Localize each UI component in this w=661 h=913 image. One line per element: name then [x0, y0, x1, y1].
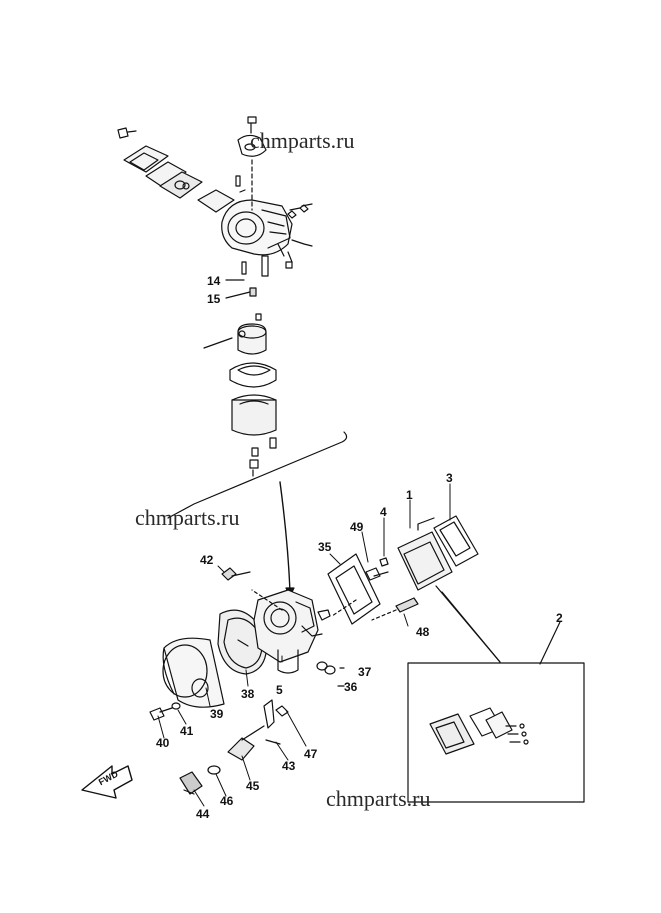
watermark: chmparts.ru: [135, 505, 240, 530]
callout-14: 14: [207, 274, 221, 288]
callout-1: 1: [406, 488, 413, 502]
callout-42: 42: [200, 553, 214, 567]
callout-38: 38: [241, 687, 255, 701]
reed-valve-inset-box: [407, 621, 585, 803]
callout-40: 40: [156, 736, 170, 750]
callout-36: 36: [344, 680, 358, 694]
callout-49: 49: [350, 520, 364, 534]
callout-46: 46: [220, 794, 234, 808]
callout-2: 2: [556, 611, 563, 625]
callout-48: 48: [416, 625, 430, 639]
callout-37: 37: [358, 665, 372, 679]
callout-39: 39: [210, 707, 224, 721]
callout-41: 41: [180, 724, 194, 738]
callout-35: 35: [318, 540, 332, 554]
callout-45: 45: [246, 779, 260, 793]
callout-44: 44: [196, 807, 210, 821]
watermark: chmparts.ru: [250, 128, 355, 153]
watermark: chmparts.ru: [326, 786, 431, 811]
fwd-arrow-icon: [81, 765, 133, 799]
callout-3: 3: [446, 471, 453, 485]
callout-leaders: [157, 483, 451, 807]
callout-4: 4: [380, 505, 387, 519]
callout-47: 47: [304, 747, 318, 761]
callout-5: 5: [276, 683, 283, 697]
lower-carburetor-assembly: [149, 515, 501, 795]
upper-carburetor-exploded: [117, 116, 313, 477]
callout-43: 43: [282, 759, 296, 773]
callout-15: 15: [207, 292, 221, 306]
